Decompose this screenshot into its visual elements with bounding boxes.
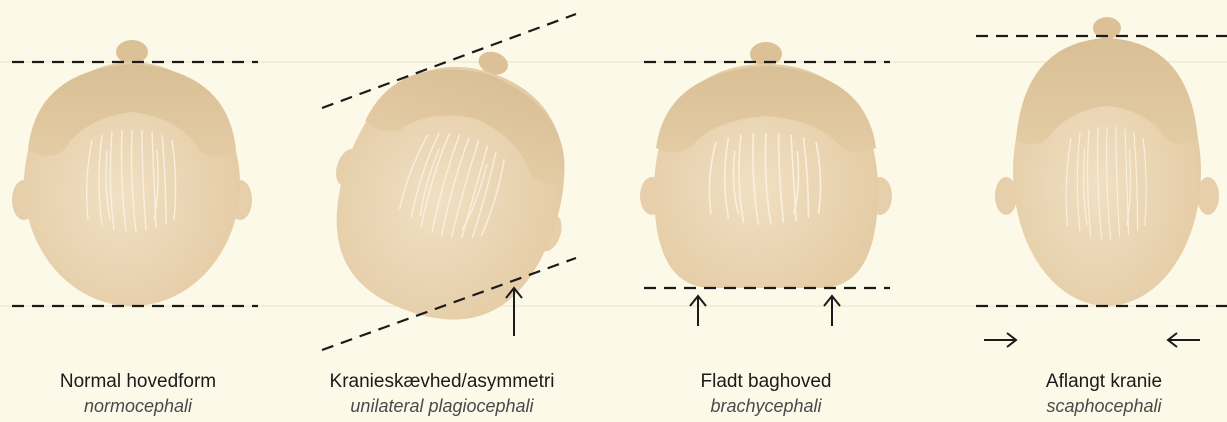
caption-latin: normocephali <box>0 394 288 418</box>
caption-title: Aflangt kranie <box>954 370 1227 394</box>
arrow-up-icon <box>506 288 522 336</box>
caption-plagiocephaly: Kranieskævhed/asymmetri unilateral plagi… <box>292 370 592 418</box>
caption-latin: unilateral plagiocephali <box>292 394 592 418</box>
head-scaphocephaly <box>995 17 1219 306</box>
caption-brachycephaly: Fladt baghoved brachycephali <box>616 370 916 418</box>
caption-title: Kranieskævhed/asymmetri <box>292 370 592 394</box>
arrow-up-icon <box>824 296 840 326</box>
arrow-right-icon <box>984 333 1016 347</box>
caption-latin: brachycephali <box>616 394 916 418</box>
caption-latin: scaphocephali <box>954 394 1227 418</box>
arrow-up-icon <box>690 296 706 326</box>
caption-scaphocephaly: Aflangt kranie scaphocephali <box>954 370 1227 418</box>
head-normal <box>12 40 252 306</box>
arrow-left-icon <box>1168 333 1200 347</box>
caption-title: Normal hovedform <box>0 370 288 394</box>
nose <box>116 40 148 64</box>
caption-normal: Normal hovedform normocephali <box>0 370 288 418</box>
head-plagiocephaly <box>301 17 608 349</box>
caption-title: Fladt baghoved <box>616 370 916 394</box>
head-brachycephaly <box>640 42 892 288</box>
